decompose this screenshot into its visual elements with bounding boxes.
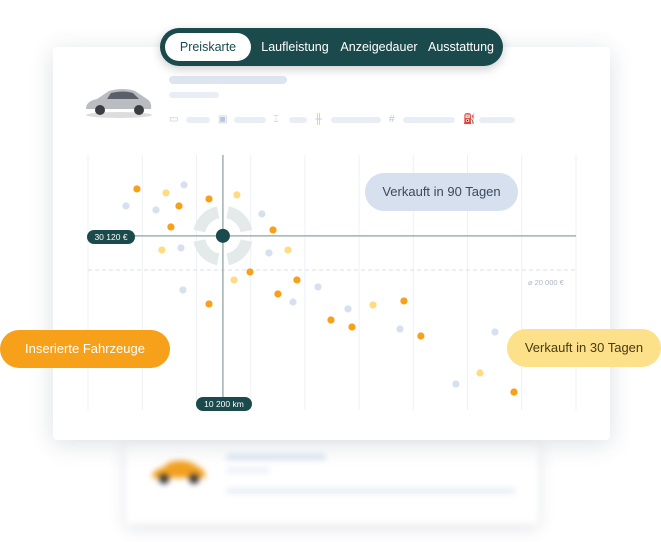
- data-point-inserted: [417, 332, 425, 340]
- fuel-icon: ⛽: [463, 114, 476, 125]
- price-marker-label: 30 120 €: [87, 230, 135, 244]
- data-point-inserted: [246, 268, 254, 276]
- engine-icon: ▣: [218, 114, 228, 125]
- data-point-sold90: [152, 206, 160, 214]
- data-point-sold90: [258, 210, 266, 218]
- data-point-sold30: [158, 246, 166, 254]
- data-point-sold90: [177, 244, 185, 252]
- data-point-sold30: [284, 246, 292, 254]
- tab-laufleistung[interactable]: Laufleistung: [261, 40, 329, 54]
- data-point-inserted: [175, 202, 183, 210]
- car-image: [86, 89, 152, 118]
- data-point-inserted: [133, 185, 141, 193]
- data-point-inserted: [274, 290, 282, 298]
- car-image: [152, 460, 206, 484]
- data-point-sold90: [344, 305, 352, 313]
- data-point-sold90: [289, 298, 297, 306]
- data-point-inserted: [205, 195, 213, 203]
- data-point-sold90: [452, 380, 460, 388]
- legend-sold-30-days[interactable]: Verkauft in 30 Tagen: [507, 329, 661, 367]
- data-point-sold90: [179, 286, 187, 294]
- calendar-icon: ▭: [169, 114, 179, 125]
- transmission-icon: ⌶: [273, 114, 279, 125]
- tab-ausstattung[interactable]: Ausstattung: [427, 40, 494, 54]
- data-point-sold30: [476, 369, 484, 377]
- listing-card: ▭ ▣ ⌶ ╫ # ⛽: [53, 47, 610, 440]
- data-point-sold90: [265, 249, 273, 257]
- legend-sold-90-days[interactable]: Verkauft in 90 Tagen: [365, 173, 518, 211]
- data-point-sold90: [491, 328, 499, 336]
- data-point-inserted: [348, 323, 356, 331]
- data-point-inserted: [293, 276, 301, 284]
- data-point-inserted: [327, 316, 335, 324]
- data-point-inserted: [400, 297, 408, 305]
- view-tabs: Preiskarte Laufleistung Anzeigedauer Aus…: [160, 28, 503, 66]
- data-point-inserted: [510, 388, 518, 396]
- tab-anzeigedauer[interactable]: Anzeigedauer: [340, 40, 418, 54]
- tab-preiskarte[interactable]: Preiskarte: [165, 33, 251, 61]
- data-point-inserted: [205, 300, 213, 308]
- data-point-sold30: [230, 276, 238, 284]
- legend-inserted-vehicles[interactable]: Inserierte Fahrzeuge: [0, 330, 170, 368]
- data-point-sold30: [369, 301, 377, 309]
- data-point-sold90: [180, 181, 188, 189]
- data-point-sold90: [314, 283, 322, 291]
- background-listing-card: [126, 442, 538, 524]
- target-ring-segment: [226, 206, 253, 233]
- target-ring-segment: [193, 206, 220, 233]
- hashtag-icon: #: [389, 114, 395, 125]
- data-point-sold30: [162, 189, 170, 197]
- data-point-sold90: [396, 325, 404, 333]
- data-point-inserted: [167, 223, 175, 231]
- data-point-inserted: [269, 226, 277, 234]
- km-marker-label: 10 200 km: [196, 397, 252, 411]
- target-ring-segment: [226, 238, 253, 266]
- data-point-sold90: [122, 202, 130, 210]
- target-ring-segment: [193, 238, 220, 266]
- data-point-sold30: [233, 191, 241, 199]
- road-icon: ╫: [315, 114, 323, 125]
- selected-vehicle-point: [215, 228, 230, 243]
- average-price-label: ⌀ 20 000 €: [528, 278, 564, 287]
